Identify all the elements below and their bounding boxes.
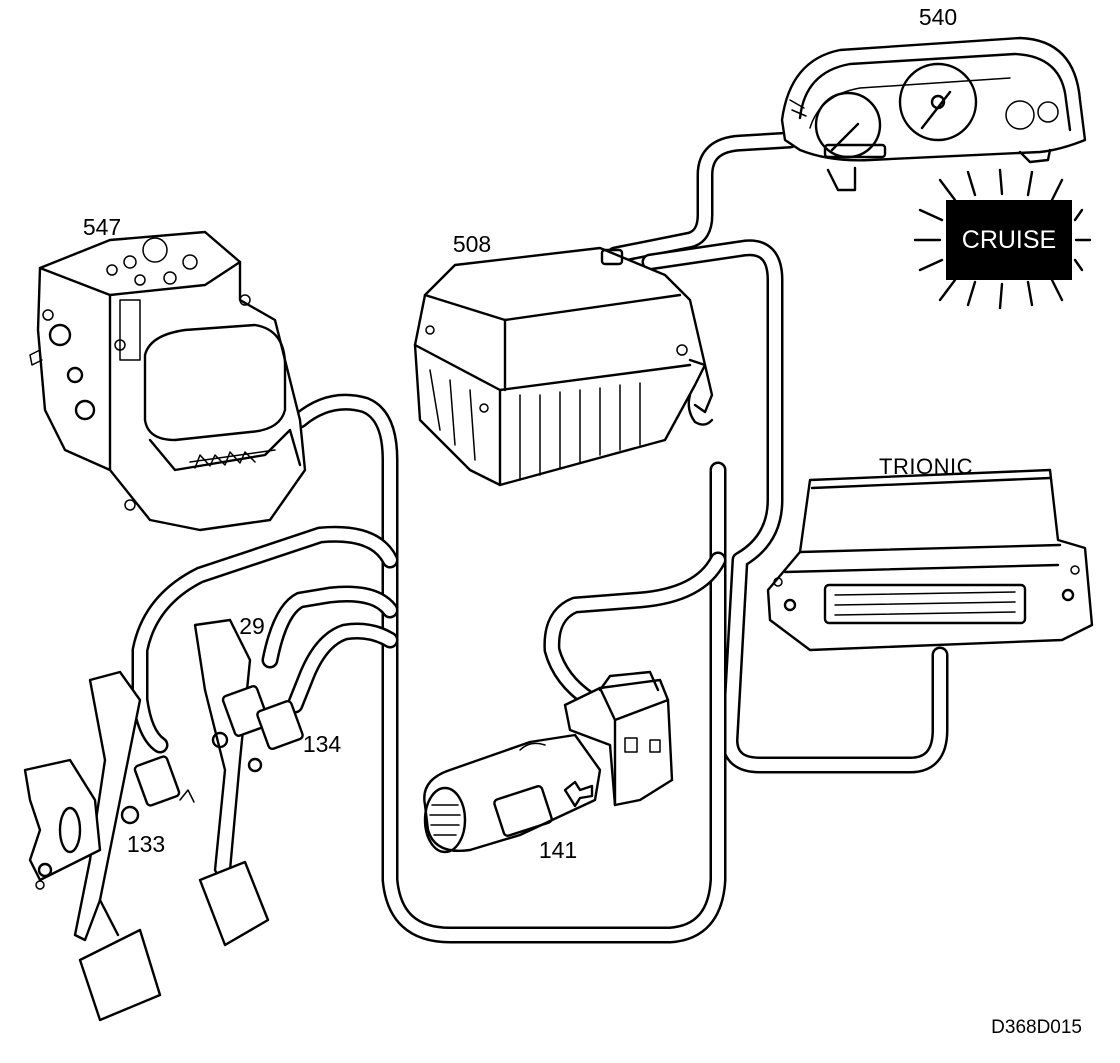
instrument-cluster-540 <box>780 36 1087 192</box>
cruise-indicator-text: CRUISE <box>962 226 1056 254</box>
label-508: 508 <box>453 231 491 257</box>
indicator-rays <box>913 168 1092 310</box>
label-133: 133 <box>127 831 165 857</box>
label-547: 547 <box>83 214 121 240</box>
abs-unit-547 <box>29 230 307 532</box>
pedal-assembly <box>23 618 304 1022</box>
label-134: 134 <box>303 731 342 757</box>
label-141: 141 <box>539 837 577 863</box>
wiring-harness <box>131 131 949 944</box>
label-29: 29 <box>239 613 265 639</box>
label-540: 540 <box>919 4 957 30</box>
figure-code: D368D015 <box>991 1017 1082 1038</box>
label-trionic: TRIONIC <box>879 454 973 479</box>
cruise-indicator-box <box>946 200 1072 280</box>
callout-labels: 540 547 508 TRIONIC 29 134 133 141 D368D… <box>83 4 1082 1038</box>
trionic-ecu <box>766 468 1094 652</box>
cruise-indicator: CRUISE <box>913 168 1092 310</box>
cruise-stalk-141 <box>423 670 674 854</box>
cruise-module-508 <box>413 246 714 487</box>
